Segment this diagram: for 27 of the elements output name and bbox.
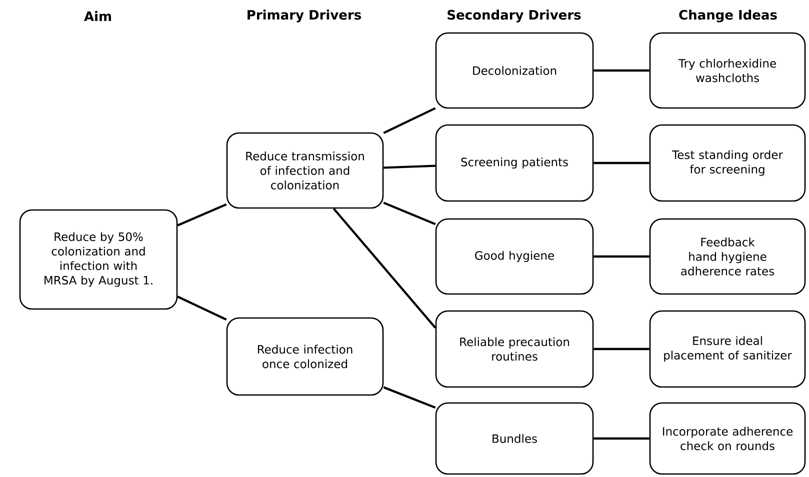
connector-line <box>594 162 650 164</box>
connector-line <box>177 296 227 321</box>
driver-box: Try chlorhexidine washcloths <box>649 32 806 109</box>
connector-line <box>383 386 436 409</box>
column-heading: Aim <box>84 11 111 21</box>
connector-line <box>332 208 436 328</box>
connector-line <box>177 203 227 226</box>
driver-box: Bundles <box>435 402 594 475</box>
driver-box: Reduce infection once colonized <box>226 317 384 396</box>
driver-box: Decolonization <box>435 32 594 109</box>
driver-box: Good hygiene <box>435 218 594 295</box>
connector-line <box>383 107 436 134</box>
driver-box: Incorporate adherence check on rounds <box>649 402 806 475</box>
driver-box: Screening patients <box>435 124 594 202</box>
connector-line <box>594 69 650 72</box>
driver-box: Reliable precaution routines <box>435 310 594 388</box>
driver-box: Feedback hand hygiene adherence rates <box>649 218 806 295</box>
column-heading: Primary Drivers <box>248 10 361 22</box>
connector-line <box>594 348 650 350</box>
connector-line <box>384 164 436 169</box>
driver-box: Ensure ideal placement of sanitizer <box>649 310 806 388</box>
connector-line <box>594 255 650 258</box>
driver-box: Reduce transmission of infection and colonization <box>226 132 384 209</box>
connector-line <box>594 437 650 440</box>
connector-line <box>383 202 436 226</box>
driver-box: Reduce by 50% colonization and infection with MRSA by August 1. <box>19 209 178 310</box>
driver-box: Test standing order for screening <box>649 124 806 202</box>
